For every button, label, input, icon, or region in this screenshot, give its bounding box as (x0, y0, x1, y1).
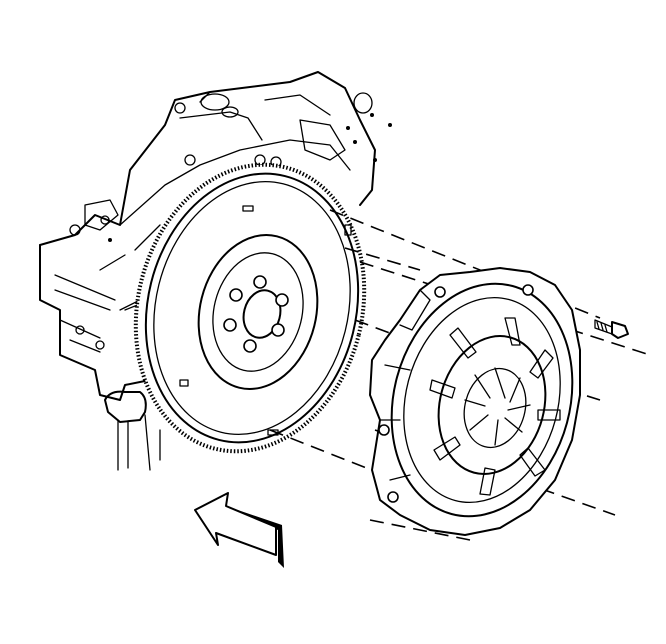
flywheel (133, 162, 367, 454)
bolt (594, 319, 629, 339)
arrow-left-icon (194, 492, 284, 568)
clutch-pressure-plate (369, 267, 581, 536)
